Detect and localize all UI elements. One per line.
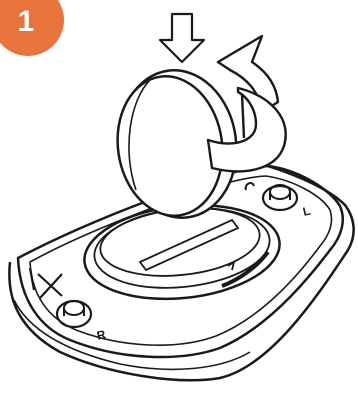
left-button-label: R	[95, 327, 107, 343]
unlock-mark	[38, 274, 62, 298]
down-arrow-icon	[160, 14, 204, 62]
right-button	[246, 183, 297, 210]
left-button-cap	[64, 301, 84, 315]
power-mark	[246, 183, 254, 190]
step-number: 1	[18, 5, 35, 38]
step-badge: 1	[0, 0, 64, 56]
lock-tick	[30, 268, 34, 290]
device-side-edge	[14, 300, 250, 369]
right-button-label: L	[301, 204, 312, 219]
battery-contact-strip	[140, 220, 238, 270]
